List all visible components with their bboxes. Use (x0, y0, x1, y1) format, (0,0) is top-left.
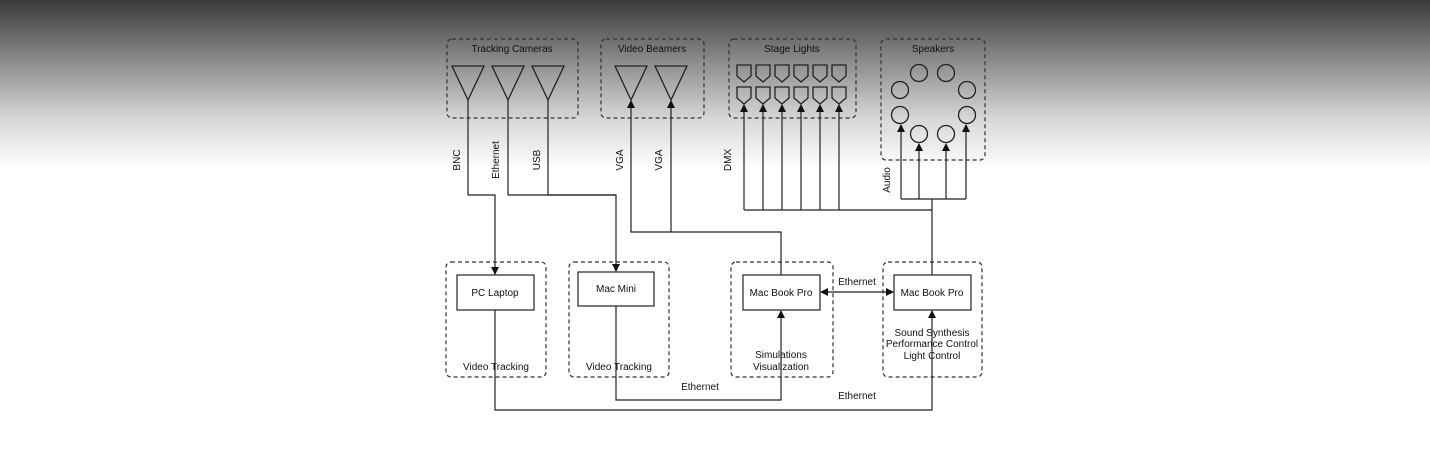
mac-mini-role: Video Tracking (586, 362, 652, 373)
pc-to-sound-ethernet-label: Ethernet (838, 391, 876, 402)
bnc-wire (467, 100, 499, 275)
stage-light-icon (736, 64, 752, 83)
stage-light-icon (812, 86, 828, 105)
group-macbook-sim: Mac Book Pro Simulations Visualization (730, 261, 834, 378)
macbook-sound-label: Mac Book Pro (901, 288, 964, 299)
mini-to-sim-ethernet-wire (615, 306, 785, 401)
speaker-icon (957, 105, 977, 125)
bnc-label: BNC (452, 149, 463, 170)
macbook-sim-label: Mac Book Pro (750, 288, 813, 299)
vga-label-2: VGA (654, 149, 665, 170)
group-tracking-cameras: Tracking Cameras (446, 38, 579, 119)
camera-icon (490, 65, 526, 102)
stage-light-icon (755, 86, 771, 105)
pc-to-sound-ethernet-wire (494, 310, 936, 411)
stage-light-icon (755, 64, 771, 83)
speaker-icon (936, 63, 956, 83)
group-pc-laptop: PC Laptop Video Tracking (445, 261, 547, 378)
camera-ethernet-label: Ethernet (491, 141, 502, 179)
stage-light-icon (831, 64, 847, 83)
usb-label: USB (532, 149, 543, 170)
speaker-icon (909, 124, 929, 144)
vga-label-1: VGA (615, 149, 626, 170)
stage-light-icon (812, 64, 828, 83)
group-title-tracking-cameras: Tracking Cameras (471, 44, 552, 55)
camera-ethernet-wire (507, 100, 616, 196)
speaker-icon (890, 105, 910, 125)
group-stage-lights: Stage Lights (728, 38, 857, 119)
stage-light-icon (793, 86, 809, 105)
vga-wire-1 (627, 100, 782, 275)
dmx-label: DMX (723, 149, 734, 172)
stage-light-icon (774, 64, 790, 83)
stage-light-icon (736, 86, 752, 105)
camera-icon (530, 65, 566, 102)
stage-light-icon (831, 86, 847, 105)
group-title-speakers: Speakers (912, 44, 954, 55)
mini-to-sim-ethernet-label: Ethernet (681, 382, 719, 393)
stage-light-icon (774, 86, 790, 105)
usb-wire (547, 100, 620, 272)
group-title-stage-lights: Stage Lights (764, 44, 820, 55)
speaker-icon (957, 80, 977, 100)
beamer-icon (653, 65, 689, 102)
group-speakers: Speakers (880, 38, 986, 161)
stage-light-icon (793, 64, 809, 83)
pc-laptop-role: Video Tracking (463, 362, 529, 373)
beamer-icon (613, 65, 649, 102)
speaker-icon (909, 63, 929, 83)
group-title-video-beamers: Video Beamers (618, 44, 686, 55)
group-video-beamers: Video Beamers (600, 38, 705, 119)
group-mac-mini: Mac Mini Video Tracking (568, 261, 670, 378)
mac-mini-label: Mac Mini (596, 284, 636, 295)
pc-laptop-box (456, 274, 535, 311)
pc-laptop-label: PC Laptop (471, 288, 519, 299)
camera-icon (450, 65, 486, 102)
speaker-icon (936, 124, 956, 144)
macbooks-ethernet-label: Ethernet (838, 277, 876, 288)
speaker-icon (890, 80, 910, 100)
audio-label: Audio (882, 167, 893, 193)
